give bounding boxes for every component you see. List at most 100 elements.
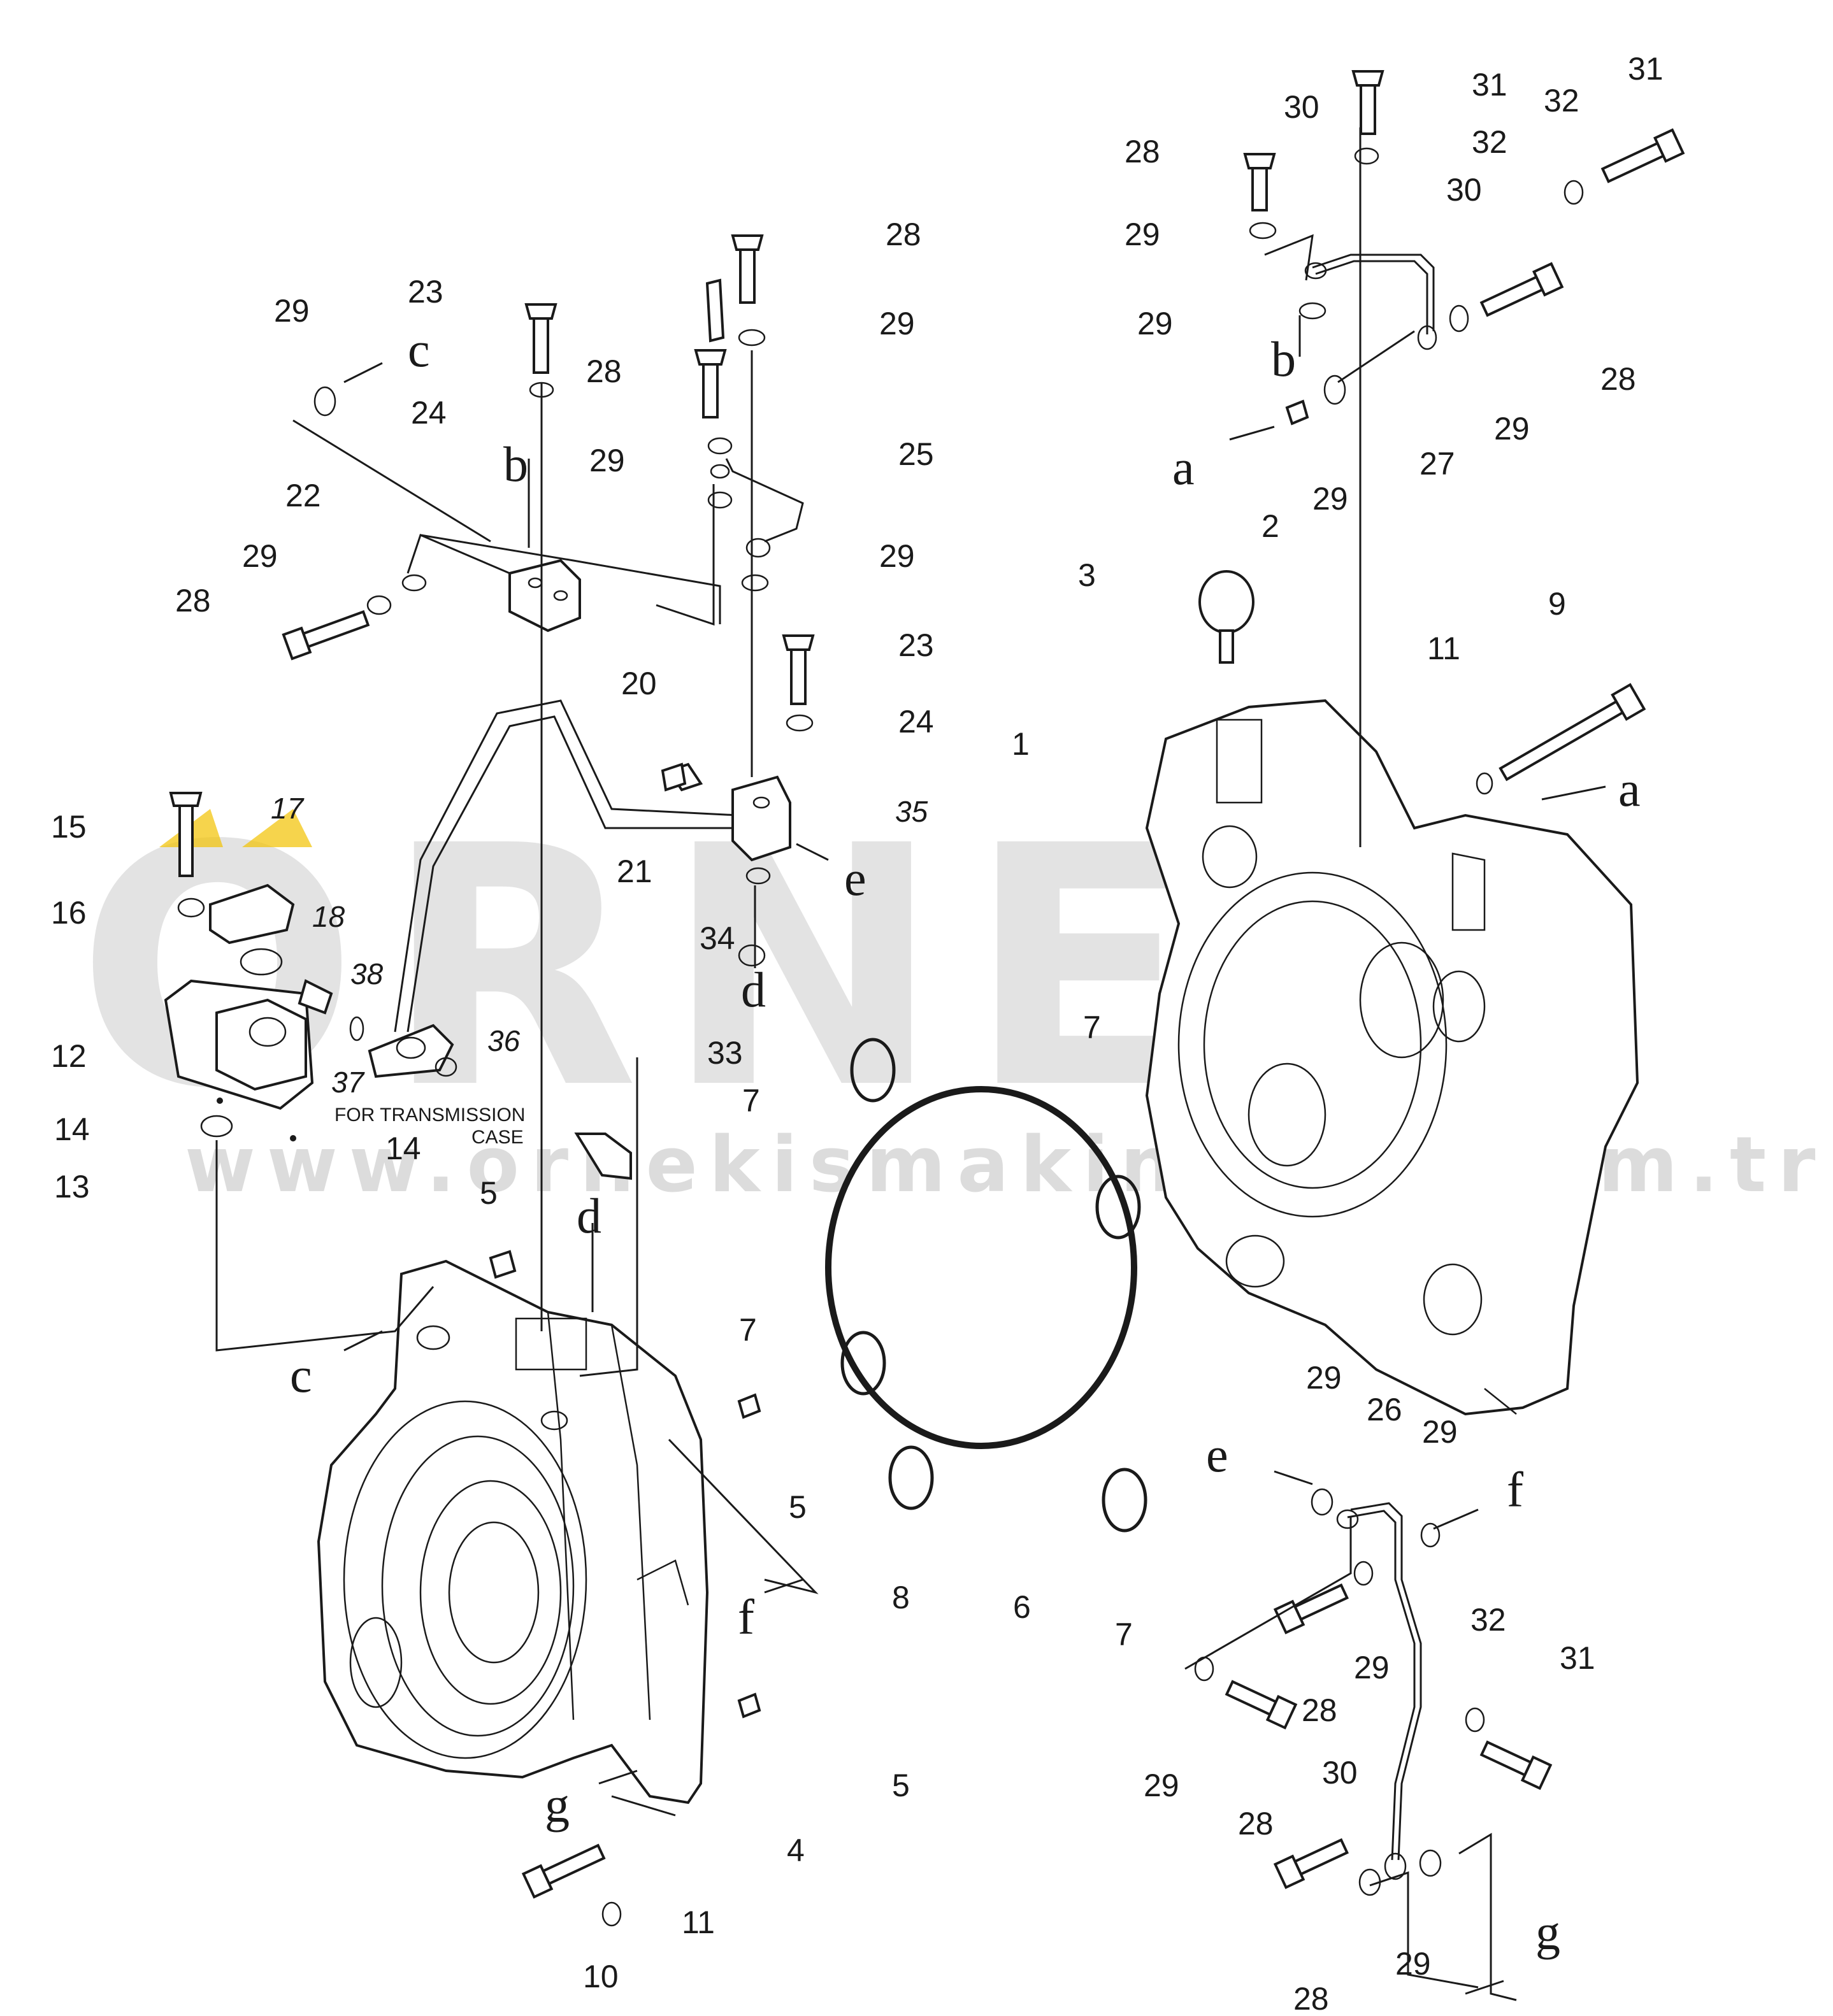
callout-label: 11: [1427, 631, 1460, 666]
oil-tube: [394, 699, 740, 1033]
callout-label: 29: [589, 443, 625, 478]
callout-label: 29: [1494, 411, 1530, 447]
bolt-10: [521, 1843, 606, 1899]
ref-letter: d: [741, 962, 766, 1017]
bolt-28-lower: [1273, 1583, 1349, 1634]
small-o-ring: [850, 1038, 896, 1103]
callout-label: 4: [787, 1833, 805, 1868]
callout-label: 33: [707, 1035, 743, 1071]
small-o-ring: [840, 1331, 886, 1396]
leader-lines: [215, 127, 1606, 2001]
ref-letter: f: [1507, 1462, 1523, 1517]
callout-labels: 1 2 3 4 5 5 5 5 6 7 7 7 7 8 9 10 11 11 1…: [51, 51, 1664, 2016]
callout-label: 5: [480, 1175, 498, 1211]
bolt-28-right: [1243, 153, 1276, 211]
valve-blocks: [401, 278, 804, 1180]
callout-label: 21: [617, 854, 652, 889]
callout-label: 30: [1446, 172, 1482, 208]
ref-letter: d: [577, 1188, 601, 1243]
pump-plug: [217, 1097, 223, 1104]
callout-label: 23: [898, 627, 934, 663]
callout-label: 34: [700, 920, 735, 956]
pump-plug: [290, 1135, 296, 1141]
bolt-28-bottom: [1273, 1838, 1349, 1889]
callout-label: 5: [892, 1768, 910, 1803]
bolt-31-right: [1600, 128, 1685, 183]
callout-label: 1: [1012, 726, 1030, 762]
callout-label: 7: [1083, 1010, 1101, 1045]
callout-label: 29: [1125, 217, 1160, 252]
callout-label: 28: [586, 354, 622, 389]
bolt-28-lower2: [1225, 1680, 1298, 1730]
callout-label: 27: [1420, 446, 1455, 482]
callout-label: 29: [1137, 306, 1173, 341]
tube-assemblies: [1304, 254, 1437, 1880]
small-o-ring: [888, 1445, 934, 1510]
ref-letter: e: [1206, 1427, 1228, 1482]
callout-label: 29: [879, 306, 915, 341]
callout-label: 8: [892, 1580, 910, 1615]
callout-label: 28: [886, 217, 921, 252]
o-rings: [825, 1038, 1147, 1533]
washers: [313, 147, 1584, 1927]
main-o-ring: [825, 1086, 1137, 1449]
callout-label: 29: [1306, 1360, 1342, 1396]
bolt-28: [694, 349, 727, 418]
bolt-28-left: [282, 610, 370, 661]
bolt-23-lower: [782, 634, 815, 705]
ref-letter: c: [408, 322, 430, 377]
ref-letter: a: [1618, 761, 1641, 817]
callout-label: 14: [54, 1112, 90, 1147]
callout-label: 28: [1125, 134, 1160, 169]
callout-label: 14: [385, 1131, 421, 1166]
callout-label: 37: [331, 1066, 365, 1099]
callout-label: 30: [1322, 1755, 1358, 1791]
ref-letter: f: [738, 1589, 754, 1645]
pump-assembly: [164, 792, 457, 1141]
eye-bolt: [1198, 570, 1254, 664]
transmission-case: [1145, 699, 1639, 1416]
callout-label: 22: [285, 478, 321, 513]
bolt-28-top: [731, 234, 764, 304]
callout-label: 15: [51, 809, 87, 845]
callout-label: 36: [487, 1024, 521, 1057]
ref-letter: e: [844, 850, 866, 906]
callout-label: 5: [789, 1489, 807, 1525]
callout-label: 31: [1472, 67, 1507, 103]
callout-label: 24: [411, 395, 447, 431]
callout-label: 7: [739, 1312, 757, 1348]
callout-label: 2: [1262, 508, 1279, 544]
callout-label: 24: [898, 704, 934, 740]
bolt-28-mid: [1479, 262, 1564, 317]
note-line-1: FOR TRANSMISSION: [334, 1105, 525, 1126]
callout-label: 17: [271, 792, 305, 825]
callout-label: 30: [1284, 89, 1319, 125]
bolts: [282, 70, 1685, 1899]
callout-label: 18: [312, 900, 345, 933]
callout-label: 10: [583, 1959, 619, 1994]
ref-letter: c: [290, 1347, 312, 1403]
callout-label: 28: [1600, 361, 1636, 397]
callout-label: 29: [242, 538, 278, 574]
callout-label: 28: [175, 583, 211, 618]
ref-letter: a: [1172, 440, 1195, 495]
callout-label: 29: [1422, 1414, 1458, 1450]
callout-label: 7: [742, 1083, 760, 1119]
callout-label: 26: [1367, 1392, 1402, 1427]
callout-label: 29: [879, 538, 915, 574]
note-line-2: CASE: [471, 1127, 524, 1148]
small-o-ring: [1102, 1468, 1147, 1533]
callout-label: 3: [1078, 557, 1096, 593]
small-o-ring: [1095, 1175, 1141, 1240]
callout-label: 28: [1238, 1806, 1274, 1841]
callout-label: 29: [1354, 1650, 1390, 1685]
callout-label: 6: [1013, 1589, 1031, 1625]
callout-label: 7: [1115, 1617, 1133, 1652]
callout-label: 32: [1472, 124, 1507, 160]
bolt-9: [1499, 683, 1646, 782]
callout-label: 38: [350, 957, 384, 990]
ref-letter: b: [503, 436, 528, 492]
watermark-accent-mark-2: [242, 809, 312, 847]
callout-label: 20: [621, 666, 657, 701]
